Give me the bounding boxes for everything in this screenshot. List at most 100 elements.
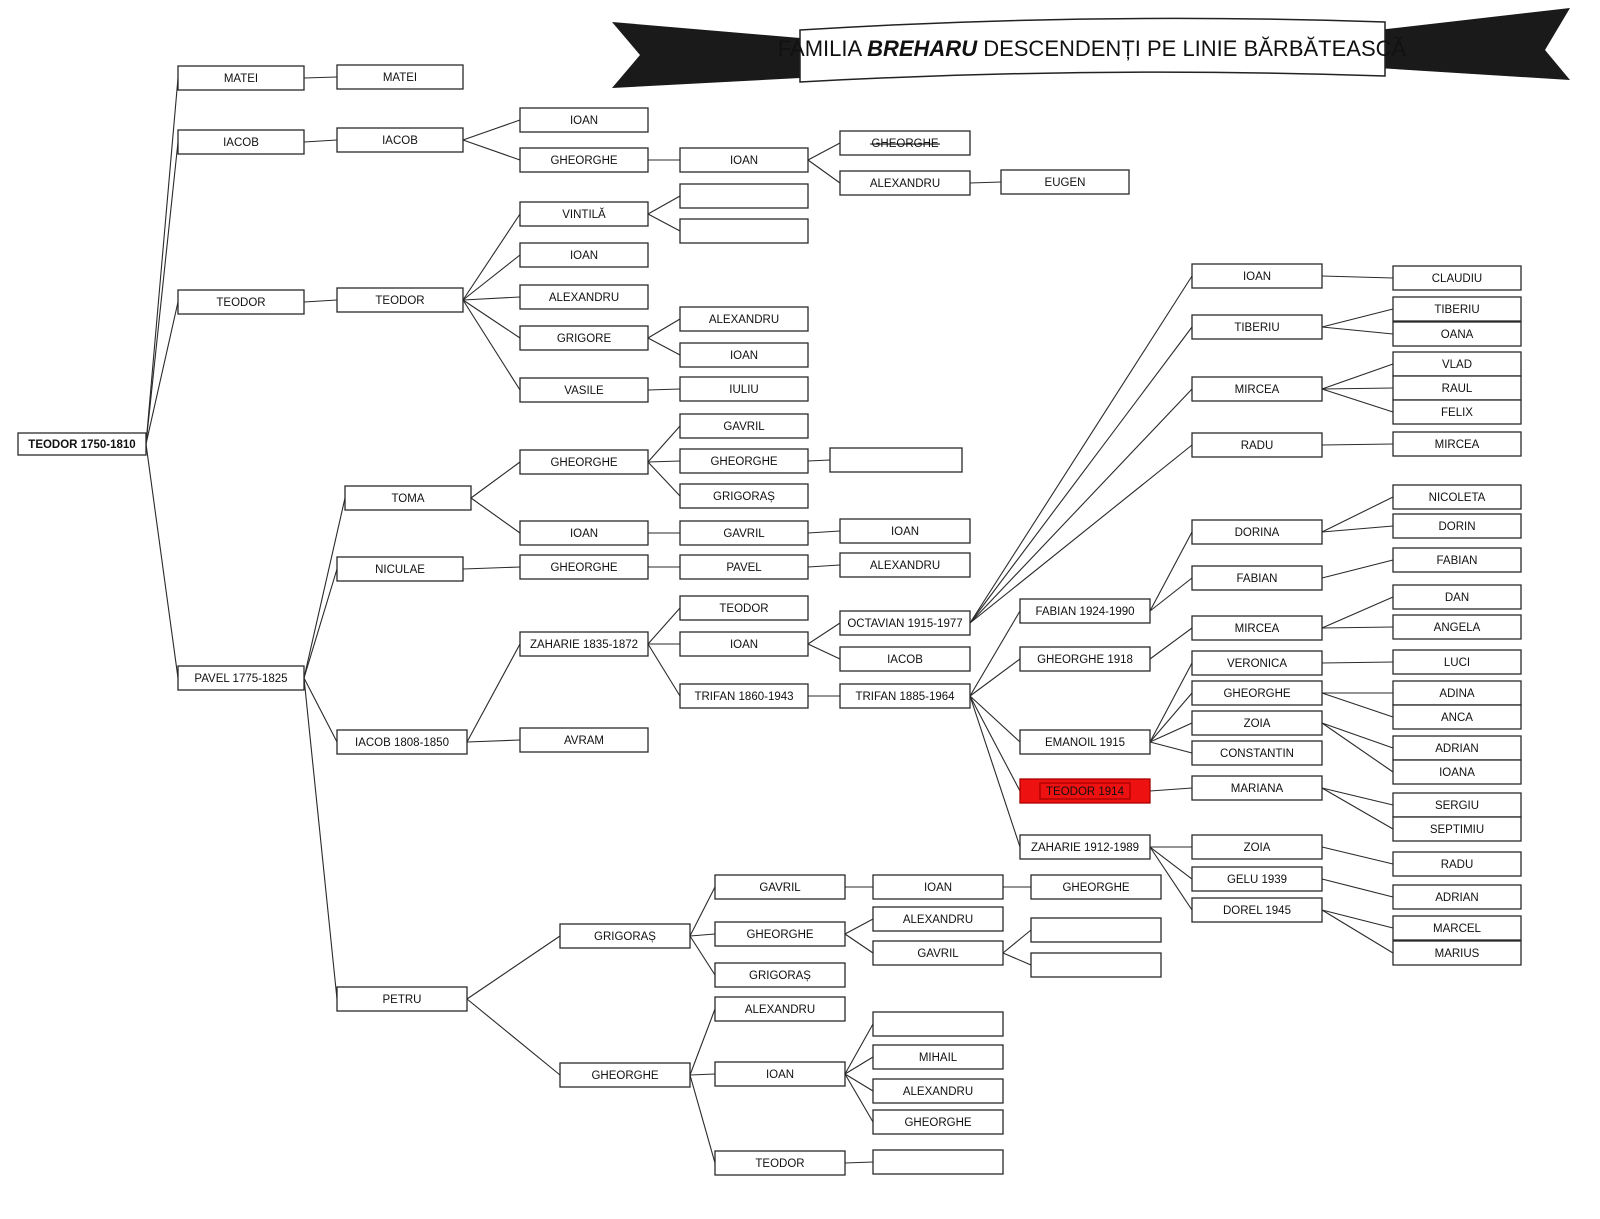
person-name: IACOB [382,135,418,147]
person-box-frame [519,631,649,657]
person-box-frame [336,556,464,582]
person-box: FELIX [1392,399,1522,425]
connector-line [969,181,1002,184]
person-box-frame [1030,952,1162,978]
connector-line [969,658,1021,697]
person-box-frame [519,325,649,351]
connector-line [969,695,1021,743]
person-box-frame [1392,915,1522,941]
person-name: GAVRIL [917,948,959,960]
connector-line [807,564,841,568]
person-name: ALEXANDRU [549,292,619,304]
connector-line [1321,692,1394,718]
person-name: GAVRIL [723,421,765,433]
person-box: ZAHARIE 1835-1872 [519,631,649,657]
person-box: ADRIAN [1392,735,1522,761]
person-box: EUGEN [1000,169,1130,195]
connector-line [1321,387,1394,390]
person-box: GAVRIL [872,940,1004,966]
person-name: OANA [1441,329,1474,341]
person-box-frame [872,1011,1004,1037]
person-box: AVRAM [519,727,649,753]
connector-line [462,566,521,570]
person-box: IACOB [177,129,305,155]
person-box-frame [1191,565,1323,591]
person-box-frame [1191,897,1323,923]
person-name: IOAN [730,350,758,362]
person-box-frame [872,906,1004,932]
person-box-frame [1191,615,1323,641]
person-box-frame [872,1044,1004,1070]
person-box-frame [839,683,971,709]
person-box: PAVEL 1775-1825 [177,665,305,691]
person-box-frame [559,1062,691,1088]
connector-line [1321,326,1394,335]
person-box-frame [519,107,649,133]
connector-line [844,933,874,954]
banner-title: FAMILIA BREHARU DESCENDENȚI PE LINIE BĂR… [778,36,1407,61]
person-box-frame [679,520,809,546]
connector-line [303,76,338,79]
person-name: FABIAN 1924-1990 [1035,606,1134,618]
person-box: FABIAN [1191,565,1323,591]
person-box: ZOIA [1191,710,1323,736]
person-box: ANGELA [1392,614,1522,640]
person-box-frame [679,376,809,402]
person-name: CONSTANTIN [1220,748,1294,760]
person-box: VERONICA [1191,650,1323,676]
person-name: AVRAM [564,735,604,747]
person-box: TEODOR [679,595,809,621]
connector-line [647,643,681,697]
person-box-frame [519,284,649,310]
person-name: RAUL [1442,383,1473,395]
connector-line [1321,363,1394,390]
person-box: IOAN [1191,263,1323,289]
connector-line [145,141,179,445]
person-name: RADU [1441,859,1474,871]
person-box-frame [679,483,809,509]
person-box-frame [679,218,809,244]
person-name: LUCI [1444,657,1470,669]
person-name: GHEORGHE [591,1070,658,1082]
person-box-frame [1392,513,1522,539]
person-box: IOAN [679,147,809,173]
person-box: IOAN [839,518,971,544]
person-box-frame [519,201,649,227]
connector-line [1321,626,1394,629]
person-name: NICOLETA [1429,492,1486,504]
person-box-frame [1000,169,1130,195]
person-box: FABIAN [1392,547,1522,573]
person-box: ALEXANDRU [679,306,809,332]
person-name: IOAN [730,639,758,651]
connector-line [462,296,521,301]
connector-line [1149,741,1193,754]
person-name: GHEORGHE [904,1117,971,1129]
connector-line [470,461,521,499]
person-name: GHEORGHE [550,457,617,469]
connector-line [647,195,681,215]
person-box-frame [1392,399,1522,425]
person-name: TIBERIU [1434,304,1479,316]
connector-line [969,444,1193,624]
connector-line [1149,787,1193,792]
person-box-frame [679,306,809,332]
connector-line [969,388,1193,624]
title-banner: FAMILIA BREHARU DESCENDENȚI PE LINIE BĂR… [612,8,1570,88]
person-box: MIHAIL [872,1044,1004,1070]
person-box: GRIGORE [519,325,649,351]
person-box-frame [872,1109,1004,1135]
connector-line [462,254,521,301]
person-box-frame [1191,314,1323,340]
person-name: NICULAE [375,564,425,576]
person-box-frame [1392,680,1522,706]
connector-line [466,998,561,1076]
connector-line [689,935,716,976]
connector-line [1149,662,1193,743]
person-box: DORIN [1392,513,1522,539]
connector-line [844,1073,874,1092]
person-box: ZAHARIE 1912-1989 [1019,834,1151,860]
person-box: GHEORGHE [519,449,649,475]
person-name: GHEORGHE [710,456,777,468]
connector-line [647,425,681,463]
person-name: IOAN [891,526,919,538]
